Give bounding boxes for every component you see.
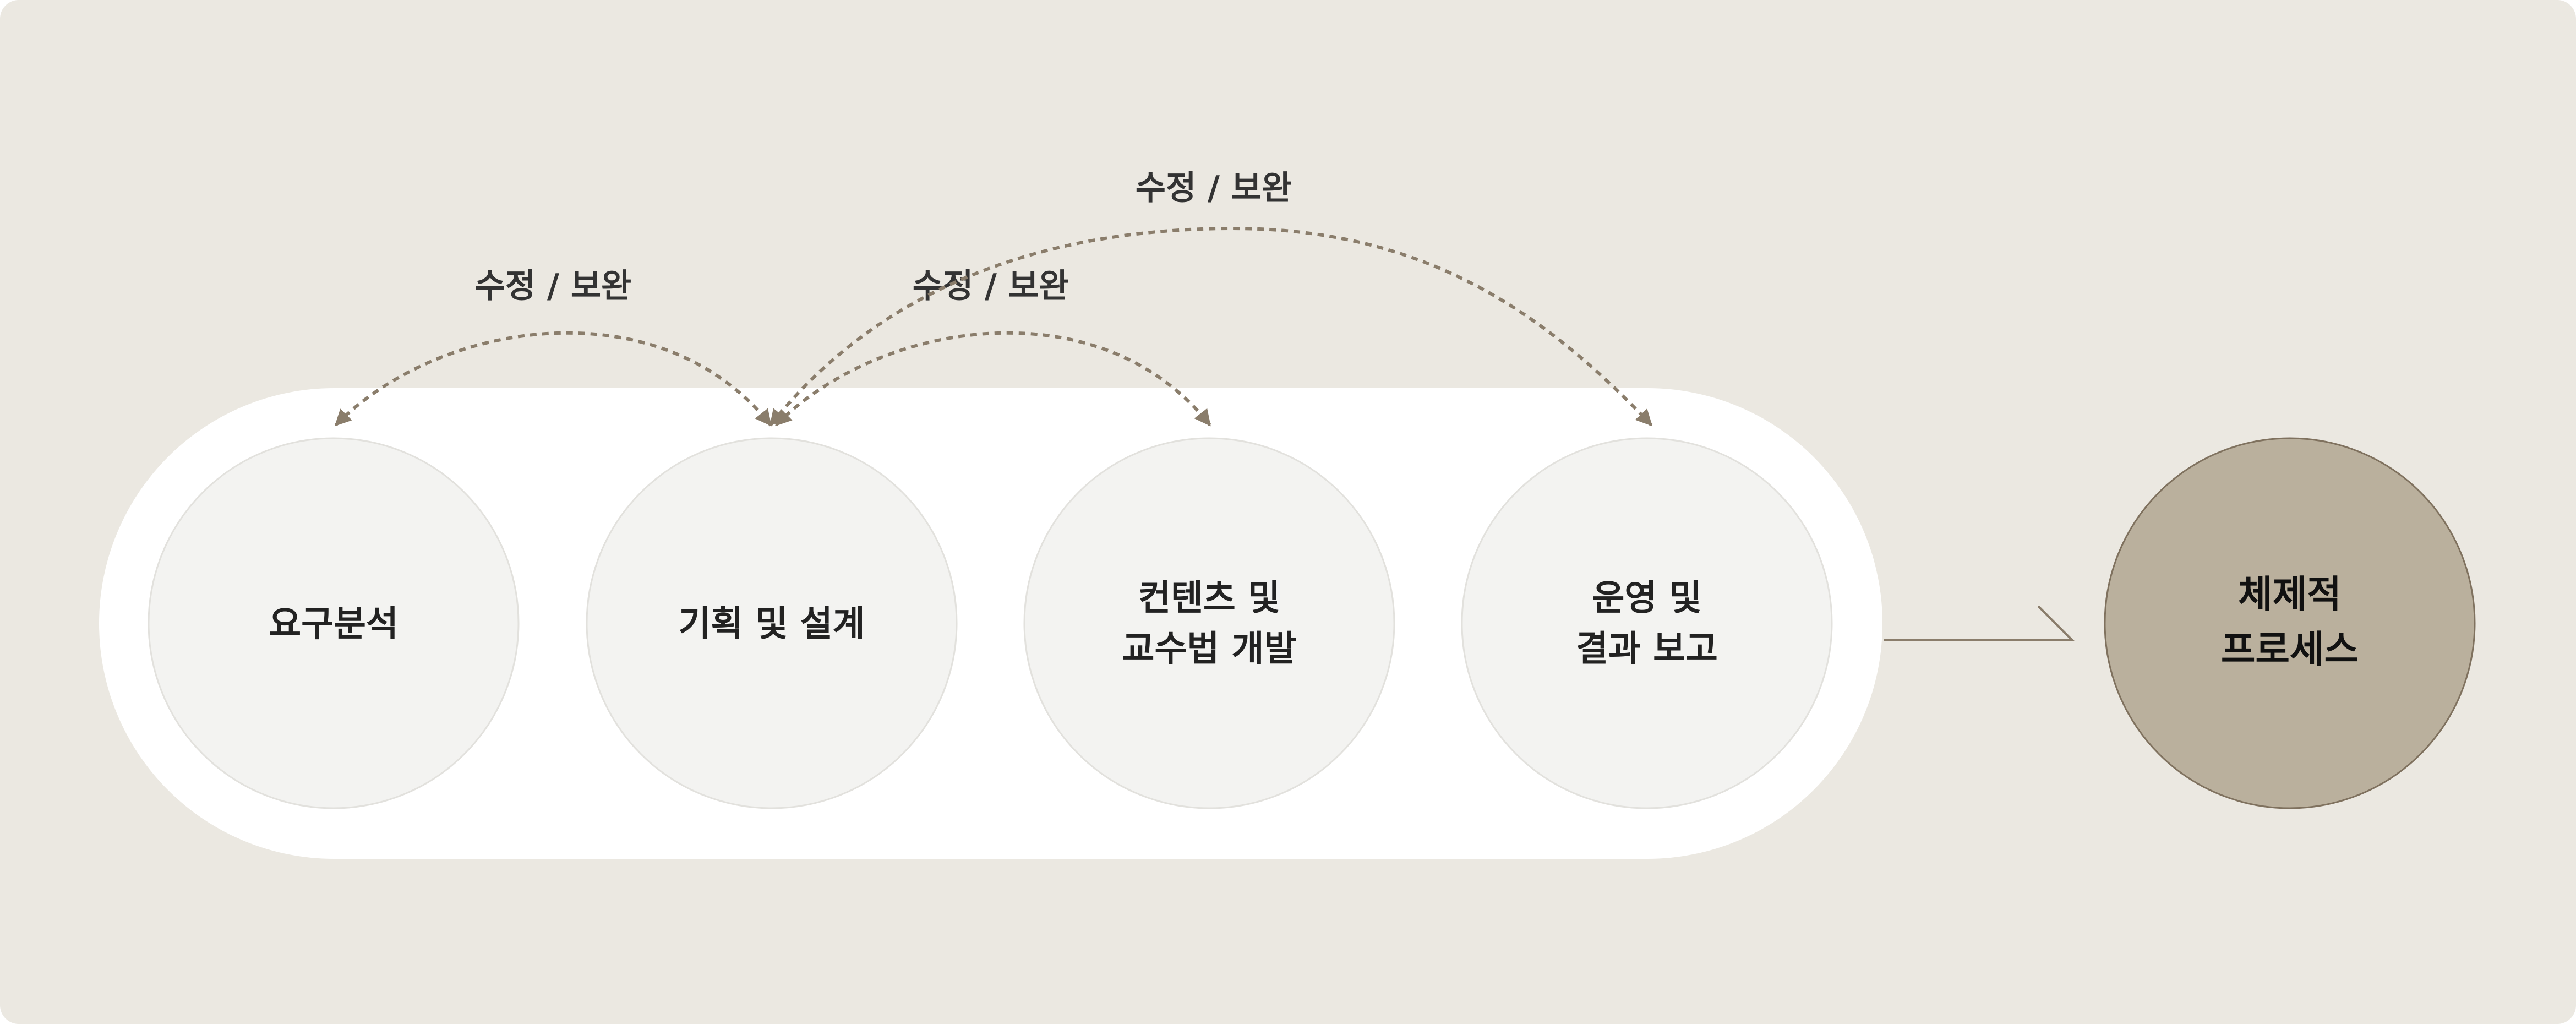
feedback-label-planning-operation: 수정 / 보완: [1136, 169, 1292, 208]
stage-track: [99, 388, 1882, 859]
feedback-label-planning-development: 수정 / 보완: [913, 267, 1069, 306]
result-label-line-2: 프로세스: [2221, 628, 2359, 672]
stage-analysis: 요구분석: [148, 437, 520, 809]
result-label-line-1: 체제적: [2238, 573, 2342, 617]
stage-label-analysis-line-1: 요구분석: [269, 604, 399, 645]
result-connector-arrow: [1884, 605, 2075, 641]
stage-circle-operation: [1461, 437, 1833, 809]
stage-development: 컨텐츠 및 교수법 개발: [1023, 437, 1395, 809]
feedback-arc-planning-operation: [769, 226, 1653, 427]
stage-planning: 기획 및 설계: [586, 437, 958, 809]
stage-label-planning-line-1: 기획 및 설계: [679, 604, 865, 645]
stage-circle-analysis: [148, 437, 520, 809]
stage-circle-planning: [586, 437, 958, 809]
stage-label-development-line-2: 교수법 개발: [1122, 629, 1297, 669]
result-circle: [2104, 437, 2476, 809]
feedback-arc-analysis-planning: [334, 331, 772, 427]
result-process: 체제적 프로세스: [2104, 437, 2476, 809]
stage-label-operation-line-1: 운영 및: [1592, 578, 1702, 619]
stage-operation: 운영 및 결과 보고: [1461, 437, 1833, 809]
feedback-arc-planning-development: [774, 331, 1211, 427]
feedback-label-analysis-planning: 수정 / 보완: [475, 267, 632, 306]
stage-label-development-line-1: 컨텐츠 및: [1138, 578, 1280, 619]
stage-label-operation-line-2: 결과 보고: [1576, 629, 1718, 669]
stage-circle-development: [1023, 437, 1395, 809]
